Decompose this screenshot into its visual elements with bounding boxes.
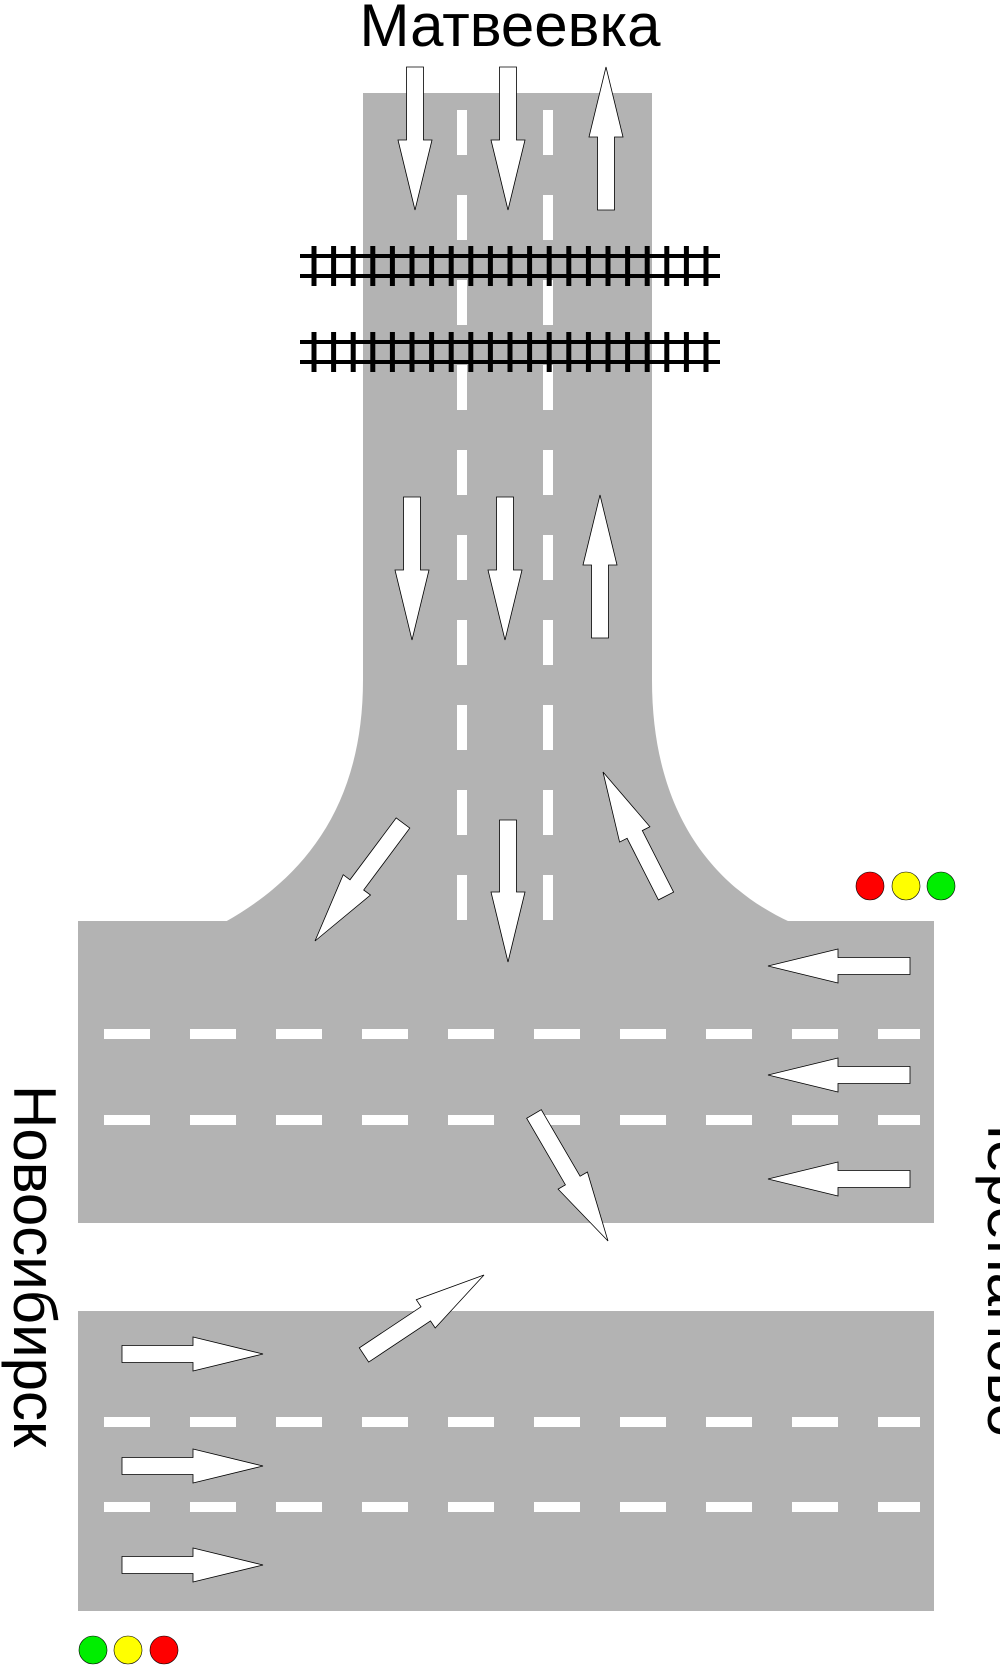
railway-crossing-icon	[300, 332, 720, 372]
lane-arrow-icon	[358, 1274, 485, 1363]
traffic-light-east	[855, 871, 956, 901]
traffic-light-icon	[855, 871, 885, 901]
lane-arrow-icon	[582, 494, 618, 639]
lane-arrow-icon	[526, 1109, 609, 1242]
lane-arrow-icon	[767, 1057, 911, 1093]
lane-arrow-icon	[314, 817, 411, 942]
lane-arrows	[121, 66, 911, 1583]
lane-arrow-icon	[121, 1547, 264, 1583]
lane-arrow-icon	[394, 496, 430, 641]
lane-arrow-icon	[490, 819, 526, 963]
lane-arrow-icon	[487, 496, 523, 641]
lane-arrow-icon	[767, 948, 911, 984]
traffic-light-icon	[78, 1635, 108, 1665]
traffic-light-south-west	[78, 1635, 179, 1665]
lane-arrow-icon	[397, 66, 433, 211]
lane-arrow-icon	[121, 1336, 264, 1372]
label-east: Черепаново	[975, 1100, 1000, 1437]
traffic-light-icon	[149, 1635, 179, 1665]
lane-arrow-icon	[588, 66, 624, 211]
traffic-light-icon	[891, 871, 921, 901]
lane-arrow-icon	[490, 66, 526, 211]
traffic-light-icon	[926, 871, 956, 901]
lane-arrow-icon	[767, 1161, 911, 1197]
label-north: Матвеевка	[360, 0, 662, 59]
lane-arrow-icon	[602, 771, 675, 901]
traffic-light-icon	[113, 1635, 143, 1665]
label-west: Новосибирск	[1, 1085, 68, 1448]
lane-arrow-icon	[121, 1448, 264, 1484]
railway-crossing-icon	[300, 246, 720, 286]
